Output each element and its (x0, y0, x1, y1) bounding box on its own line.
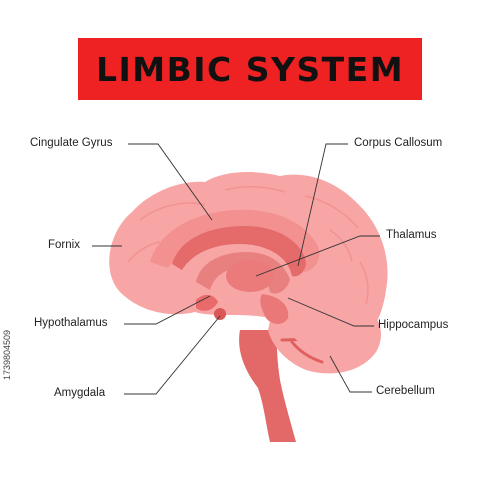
leader-cerebellum (329, 355, 372, 393)
label-hippocampus: Hippocampus (378, 319, 449, 331)
hippocampus-shape (260, 294, 289, 324)
gyri-lines (127, 186, 369, 305)
leader-corpus-callosum (297, 143, 348, 267)
label-corpus-callosum: Corpus Callosum (354, 137, 443, 149)
brainstem (239, 330, 296, 442)
leader-thalamus (255, 235, 380, 277)
cingulate-band (150, 209, 320, 272)
fornix (196, 252, 290, 294)
label-cingulate-gyrus: Cingulate Gyrus (30, 137, 113, 149)
thalamus (226, 260, 274, 292)
leader-cingulate-gyrus (128, 143, 213, 221)
label-hypothalamus: Hypothalamus (34, 317, 108, 329)
corpus-callosum (172, 226, 306, 277)
label-fornix: Fornix (48, 239, 80, 251)
stock-id-text: 1739804509 (2, 329, 12, 380)
label-thalamus: Thalamus (386, 229, 437, 241)
label-amygdala: Amygdala (54, 387, 106, 399)
leader-hypothalamus (124, 295, 211, 325)
leader-amygdala (124, 315, 221, 395)
title-banner: LIMBIC SYSTEM (78, 38, 422, 100)
leader-hippocampus (287, 297, 374, 327)
leader-lines (92, 143, 380, 395)
hypothalamus-shape (196, 294, 218, 311)
amygdala-shape (214, 308, 226, 320)
label-cerebellum: Cerebellum (376, 385, 435, 397)
page-title: LIMBIC SYSTEM (95, 49, 405, 89)
